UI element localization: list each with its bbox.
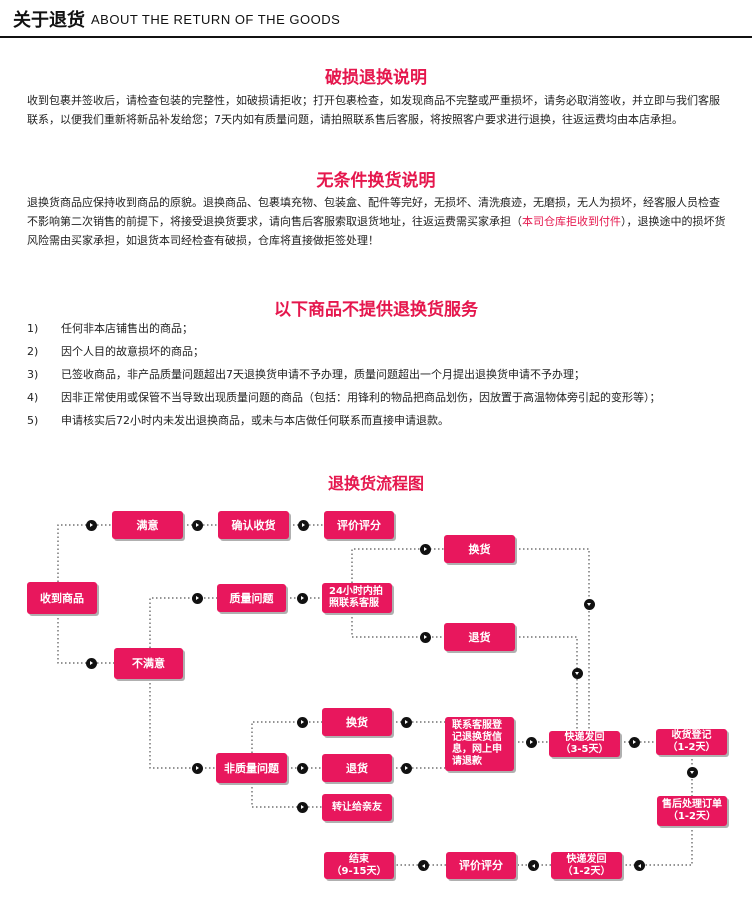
unconditional-body: 退换货商品应保持收到商品的原貌。退换商品、包裹填充物、包装盒、配件等完好，无损坏… (27, 193, 727, 250)
arrow-right-icon (298, 520, 309, 531)
list-item: 5) 申请核实后72小时内未发出退换商品，或未与本店做任何联系而直接申请退款。 (27, 413, 747, 436)
arrow-down-icon (687, 767, 698, 778)
flow-text: 结束 (349, 853, 369, 865)
arrow-down-icon (572, 668, 583, 679)
flow-text: 请退款 (452, 756, 482, 767)
arrow-left-icon (418, 860, 429, 871)
warehouse-note: 本司仓库拒收到付件 (522, 215, 621, 228)
flow-non-quality: 非质量问题 (216, 753, 287, 783)
list-item: 3) 已签收商品，非产品质量问题超出7天退换货申请不予办理，质量问题超出一个月提出… (27, 367, 747, 390)
arrow-left-icon (528, 860, 539, 871)
list-item: 1) 任何非本店铺售出的商品； (27, 321, 747, 344)
flow-quality: 质量问题 (217, 584, 286, 612)
flow-text: 收货登记 (671, 730, 712, 741)
list-item-num: 3) (27, 368, 39, 381)
flow-text: （9-15天） (331, 865, 387, 877)
list-item-text: 因非正常使用或保管不当导致出现质量问题的商品（包括：用锋利的物品把商品划伤，因放… (61, 391, 661, 404)
unconditional-body-b: ），退换途中的损坏货风险需由买家承担，如退货本司经检查有破损，仓库将直接做拒签处… (27, 215, 726, 247)
flow-unsatisfied: 不满意 (114, 648, 183, 679)
flow-satisfied: 满意 (112, 511, 183, 539)
flow-transfer: 转让给亲友 (322, 794, 392, 821)
arrow-right-icon (297, 593, 308, 604)
arrow-right-icon (420, 632, 431, 643)
list-item: 4) 因非正常使用或保管不当导致出现质量问题的商品（包括：用锋利的物品把商品划伤，… (27, 390, 747, 413)
flow-text: 快递发回 (564, 732, 605, 743)
page-header: 关于退货 ABOUT THE RETURN OF THE GOODS (0, 0, 752, 38)
arrow-right-icon (297, 763, 308, 774)
flow-ship-return: 快递发回（1-2天） (551, 852, 622, 879)
connector-line (515, 548, 590, 731)
flow-exchange-2: 换货 (322, 708, 392, 736)
list-item: 2) 因个人目的故意损坏的商品； (27, 344, 747, 367)
flow-register-refund: 联系客服登记退换货信息，网上申请退款 (445, 717, 514, 771)
flow-confirm: 确认收货 (218, 511, 289, 539)
connector-line (515, 636, 578, 731)
arrow-down-icon (584, 599, 595, 610)
connector-line (351, 613, 444, 638)
flow-text: 24小时内拍 (329, 586, 383, 597)
connector-line (251, 721, 322, 753)
unconditional-title: 无条件换货说明 (316, 171, 436, 191)
flow-rate-2: 评价评分 (446, 852, 516, 879)
list-item-text: 因个人目的故意损坏的商品； (61, 345, 204, 358)
arrow-right-icon (629, 737, 640, 748)
flow-return-1: 退货 (444, 623, 515, 651)
arrow-right-icon (297, 717, 308, 728)
flow-text: （1-2天） (667, 811, 717, 822)
connector-line (351, 548, 444, 583)
flow-text: （3-5天） (560, 744, 609, 755)
arrow-right-icon (401, 763, 412, 774)
no-service-title: 以下商品不提供退换货服务 (274, 300, 478, 320)
arrow-right-icon (192, 520, 203, 531)
damage-title: 破损退换说明 (325, 68, 427, 88)
list-item-text: 任何非本店铺售出的商品； (61, 322, 193, 335)
flow-text: 记退换货信 (452, 732, 502, 743)
flow-text: 照联系客服 (329, 598, 379, 609)
flow-after-sale: 售后处理订单（1-2天） (657, 796, 727, 826)
list-item-num: 4) (27, 391, 39, 404)
flow-rate-1: 评价评分 (324, 511, 394, 539)
list-item-num: 5) (27, 414, 39, 427)
list-item-num: 2) (27, 345, 39, 358)
arrow-right-icon (192, 593, 203, 604)
flow-text: 快递发回 (566, 853, 607, 865)
flow-end: 结束（9-15天） (324, 852, 394, 879)
header-title-en: ABOUT THE RETURN OF THE GOODS (91, 12, 341, 27)
list-item-text: 申请核实后72小时内未发出退换商品，或未与本店做任何联系而直接申请退款。 (61, 414, 449, 427)
arrow-left-icon (634, 860, 645, 871)
connector-line (149, 597, 217, 648)
arrow-right-icon (86, 658, 97, 669)
arrow-right-icon (297, 802, 308, 813)
connector-line (622, 826, 693, 866)
no-service-list: 1) 任何非本店铺售出的商品； 2) 因个人目的故意损坏的商品； 3) 已签收商品，非… (27, 321, 747, 436)
connector-line (57, 524, 112, 582)
arrow-right-icon (526, 737, 537, 748)
list-item-text: 已签收商品，非产品质量问题超出7天退换货申请不予办理，质量问题超出一个月提出退换… (61, 368, 585, 381)
unconditional-body-a: 退换货商品应保持收到商品的原貌。退换商品、包裹填充物、包装盒、配件等完好，无损坏… (27, 196, 720, 228)
flow-text: 售后处理订单 (662, 799, 722, 810)
flow-text: （1-2天） (562, 865, 611, 877)
header-title-cn: 关于退货 (13, 10, 85, 31)
arrow-right-icon (192, 763, 203, 774)
damage-body: 收到包裹并签收后，请检查包装的完整性，如破损请拒收；打开包裹检查，如发现商品不完… (27, 94, 720, 126)
flow-text: （1-2天） (667, 742, 716, 753)
arrow-right-icon (420, 544, 431, 555)
flow-ship-back: 快递发回（3-5天） (549, 731, 620, 757)
flow-title: 退换货流程图 (327, 474, 424, 493)
flow-contact-24h: 24小时内拍照联系客服 (322, 583, 392, 613)
flow-return-2: 退货 (322, 754, 392, 782)
flow-text: 息，网上申 (452, 744, 502, 755)
connector-line (57, 614, 114, 664)
connector-line (149, 679, 216, 769)
connector-line (251, 783, 322, 808)
flow-text: 联系客服登 (452, 720, 502, 731)
arrow-right-icon (401, 717, 412, 728)
flow-received: 收到商品 (27, 582, 97, 614)
flow-exchange-1: 换货 (444, 535, 515, 563)
arrow-right-icon (86, 520, 97, 531)
flow-receive-register: 收货登记（1-2天） (656, 729, 727, 755)
list-item-num: 1) (27, 322, 39, 335)
